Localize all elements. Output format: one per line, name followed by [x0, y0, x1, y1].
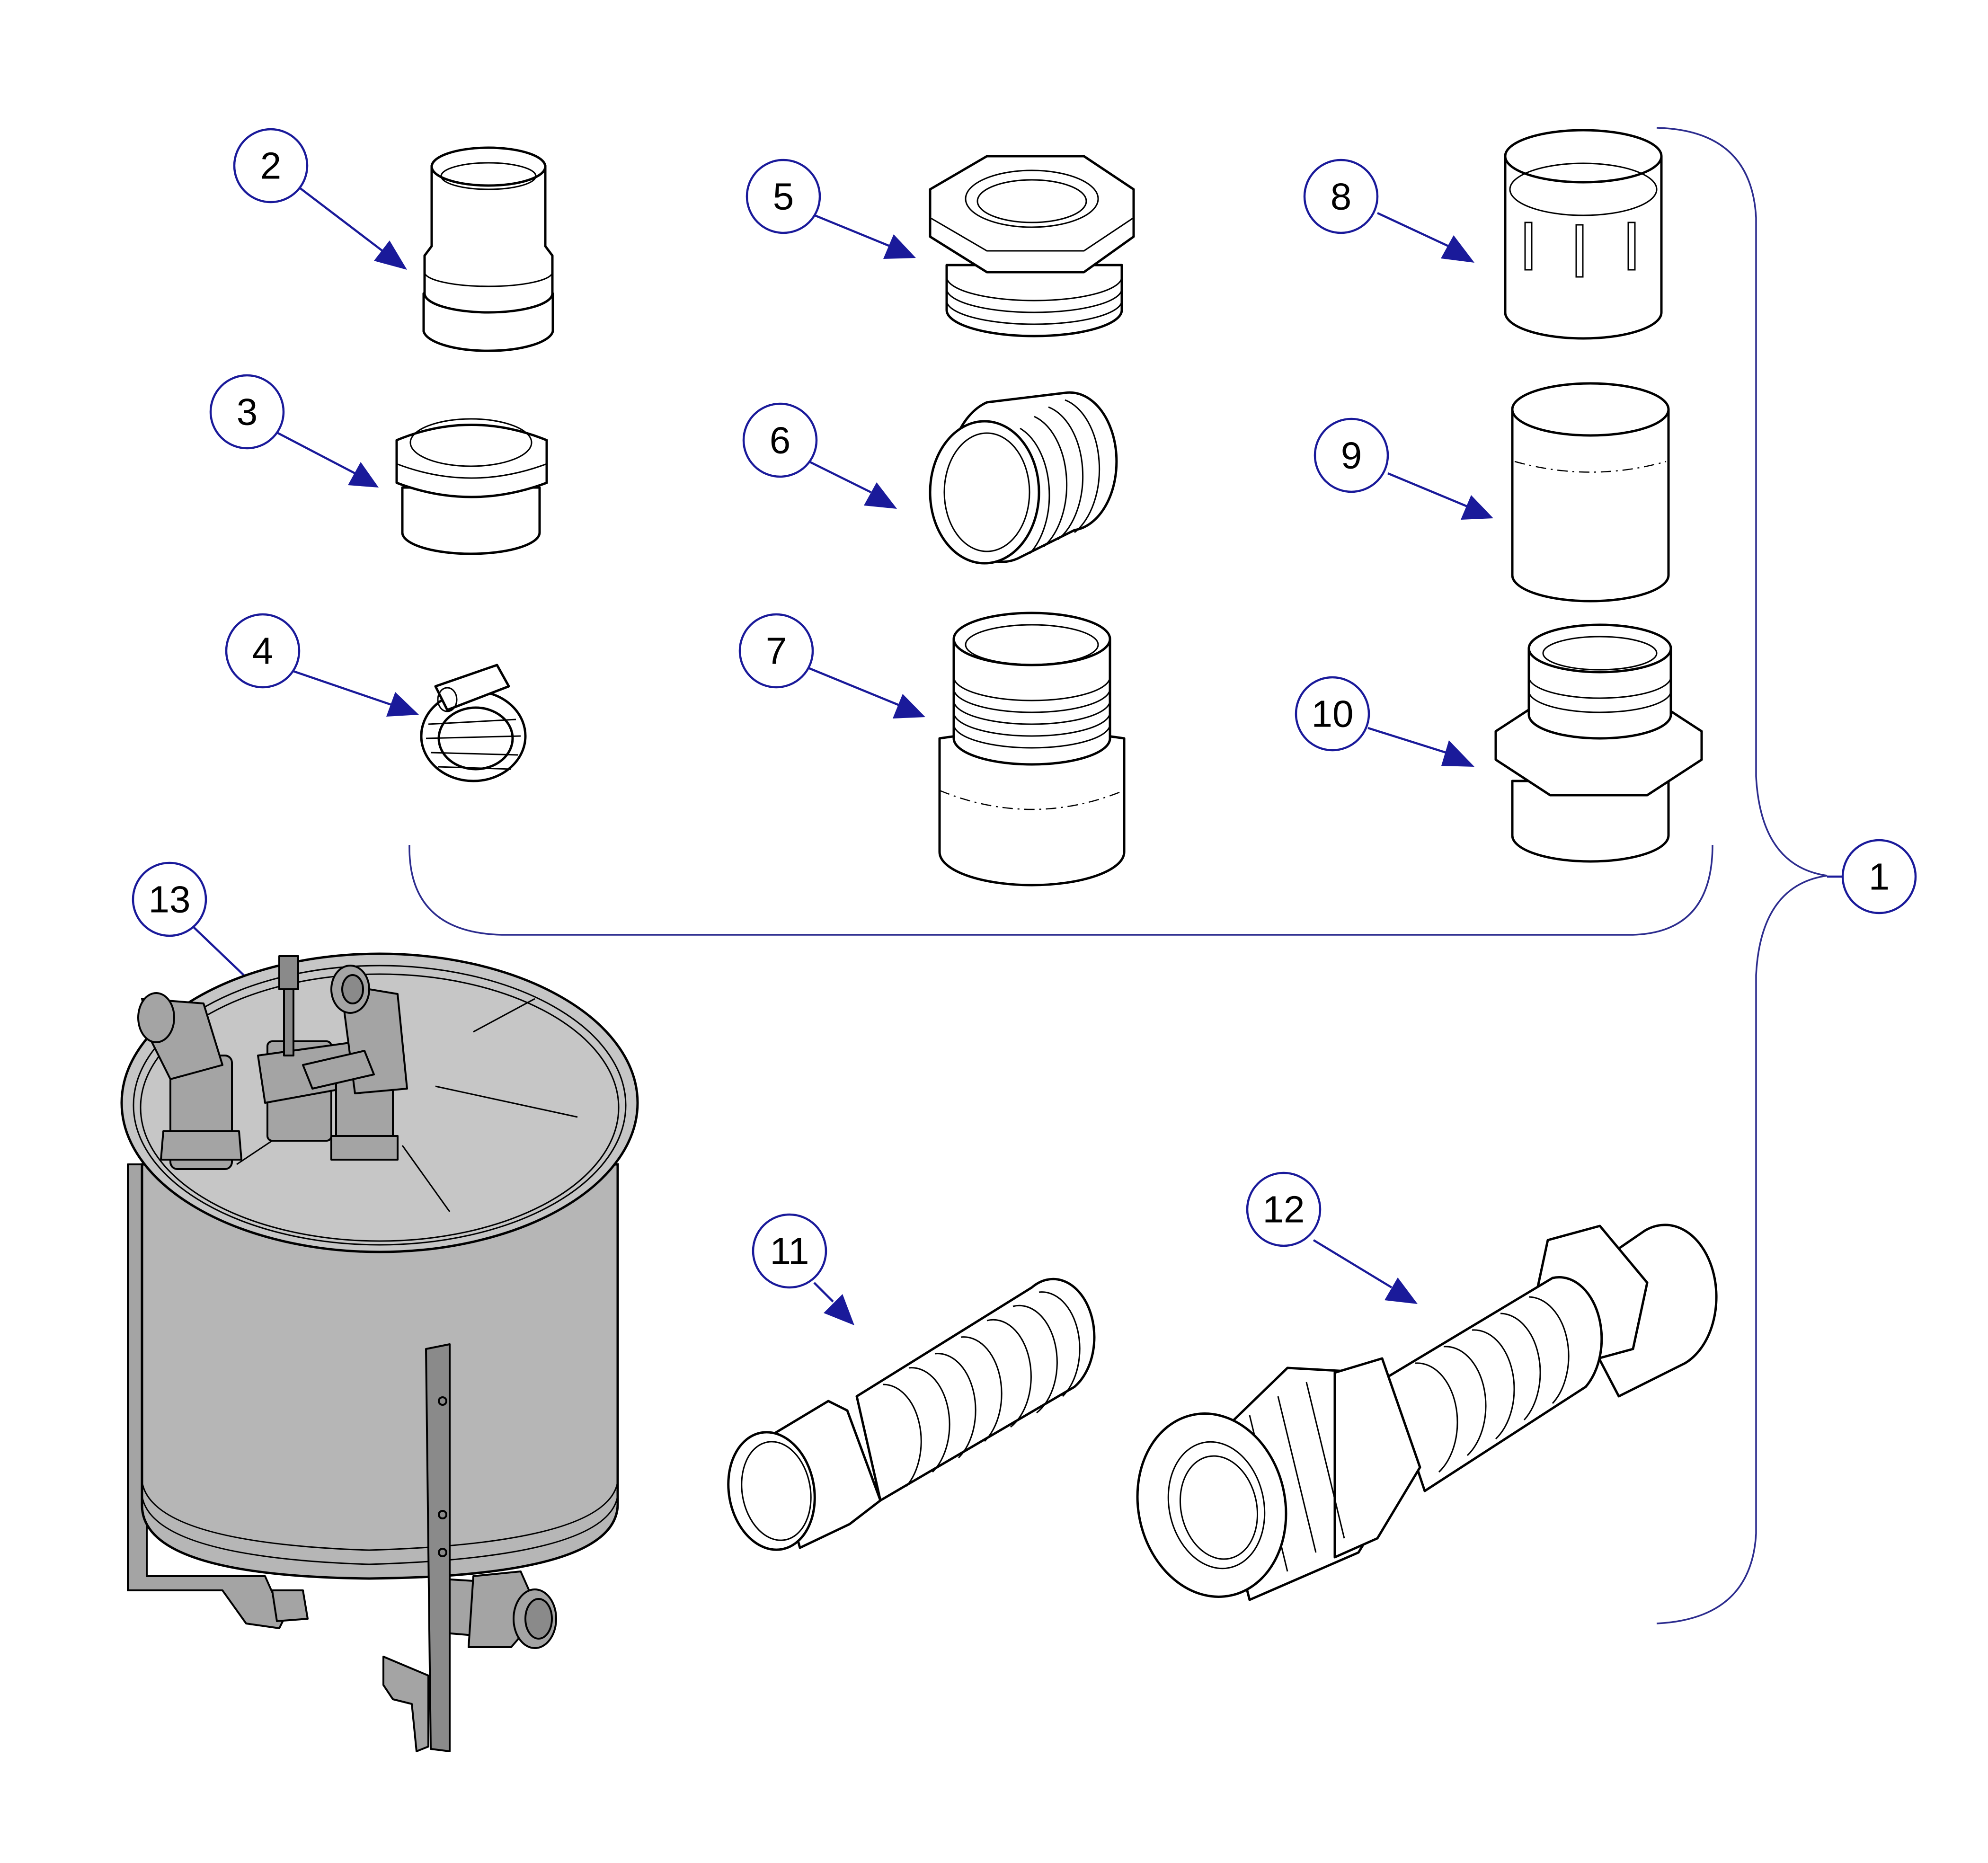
leader-lines [191, 185, 1855, 1325]
callout-12-label: 12 [1263, 1189, 1305, 1231]
callout-12: 12 [1246, 1171, 1322, 1247]
callout-6-label: 6 [770, 419, 791, 461]
pipe-coupling-illustration [1511, 382, 1670, 603]
callout-1-label: 1 [1869, 856, 1890, 898]
callout-8: 8 [1303, 159, 1379, 234]
corrugated-hose-illustration [727, 1277, 1096, 1551]
callout-13-label: 13 [149, 878, 191, 921]
callout-4-label: 4 [252, 630, 274, 672]
hose-clamp-illustration [420, 664, 527, 782]
callout-6: 6 [742, 402, 818, 478]
callout-11-label: 11 [770, 1230, 809, 1272]
callout-8-label: 8 [1331, 176, 1352, 218]
kit-bracket-inner [408, 844, 1713, 936]
callout-1: 1 [1841, 839, 1917, 914]
callout-13: 13 [132, 861, 207, 937]
kit-bracket-outer [1656, 127, 1828, 1624]
callout-7-label: 7 [766, 630, 787, 672]
pipe-adapter-illustration [422, 146, 554, 352]
callout-5-label: 5 [773, 176, 794, 218]
callout-2-label: 2 [260, 145, 282, 187]
hex-reducer-bushing-illustration [929, 155, 1135, 337]
callout-10-label: 10 [1312, 693, 1354, 735]
bushing-illustration [395, 418, 548, 555]
callout-9-label: 9 [1341, 435, 1362, 477]
callout-5: 5 [746, 159, 821, 234]
callout-7: 7 [738, 613, 814, 689]
threaded-adapter-illustration [938, 612, 1126, 887]
callout-2: 2 [233, 128, 309, 204]
callout-4: 4 [225, 613, 301, 689]
threaded-nipple-illustration [929, 391, 1118, 565]
callout-10: 10 [1295, 676, 1370, 752]
hex-adapter-illustration [1494, 623, 1703, 863]
hose-union-assembly-illustration [1136, 1224, 1718, 1601]
callout-11: 11 [752, 1213, 827, 1289]
callout-3-label: 3 [237, 391, 258, 433]
callout-9: 9 [1314, 417, 1389, 493]
callout-3: 3 [209, 374, 285, 450]
tank-assembly-illustration [120, 952, 639, 1752]
slip-coupling-illustration [1504, 129, 1663, 340]
